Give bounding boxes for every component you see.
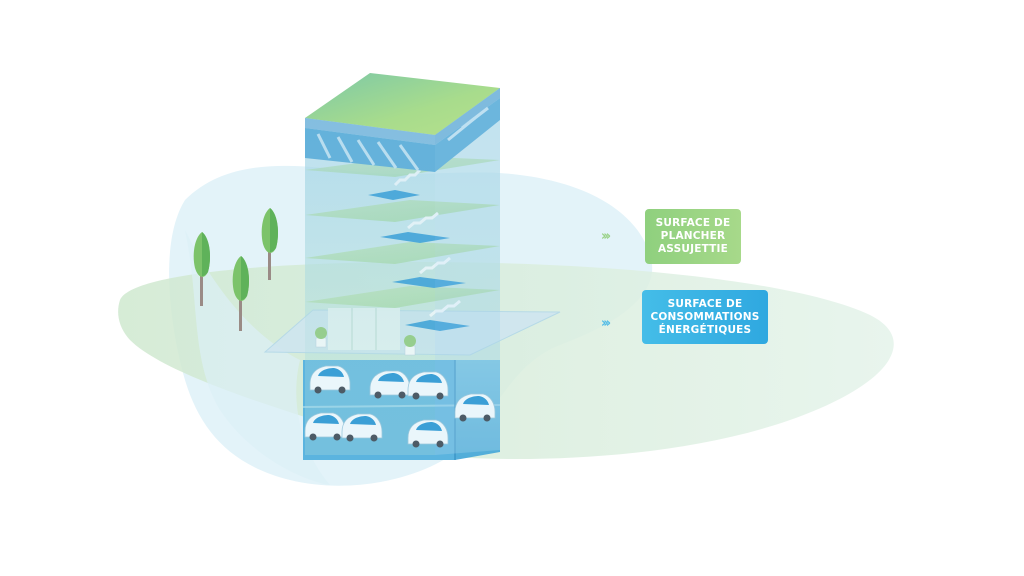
car-icon: [454, 393, 496, 422]
car-icon: [341, 413, 383, 442]
tree-icon: [193, 232, 210, 306]
label-line: ASSUJETTIE: [657, 243, 729, 255]
car-icon: [309, 365, 351, 394]
label-line: SURFACE DE: [655, 217, 731, 229]
building: [263, 73, 561, 460]
label-line: PLANCHER: [660, 230, 726, 242]
tree-icon: [232, 256, 249, 331]
surface-consommations-label: SURFACE DE CONSOMMATIONS ÉNERGÉTIQUES: [642, 290, 768, 344]
car-icon: [304, 412, 346, 441]
cars: [304, 365, 496, 448]
tree-icon: [261, 208, 278, 280]
ground-blue-overlay: [185, 230, 330, 485]
building-side-glass: [435, 88, 500, 455]
car-icon: [407, 371, 449, 400]
car-icon: [407, 419, 449, 448]
roof-side-band: [435, 88, 500, 145]
roof-top: [305, 73, 500, 135]
trees: [193, 208, 278, 331]
building-front-glass: [305, 118, 435, 455]
car-icon: [369, 370, 411, 399]
chevron-right-icon: ›››: [601, 229, 611, 244]
label-line: SURFACE DE: [667, 297, 743, 310]
surface-plancher-label: SURFACE DE PLANCHER ASSUJETTIE: [645, 209, 741, 264]
label-line: ÉNERGÉTIQUES: [658, 323, 752, 336]
label-line: CONSOMMATIONS: [650, 310, 760, 323]
chevron-right-icon: ›››: [601, 316, 611, 331]
